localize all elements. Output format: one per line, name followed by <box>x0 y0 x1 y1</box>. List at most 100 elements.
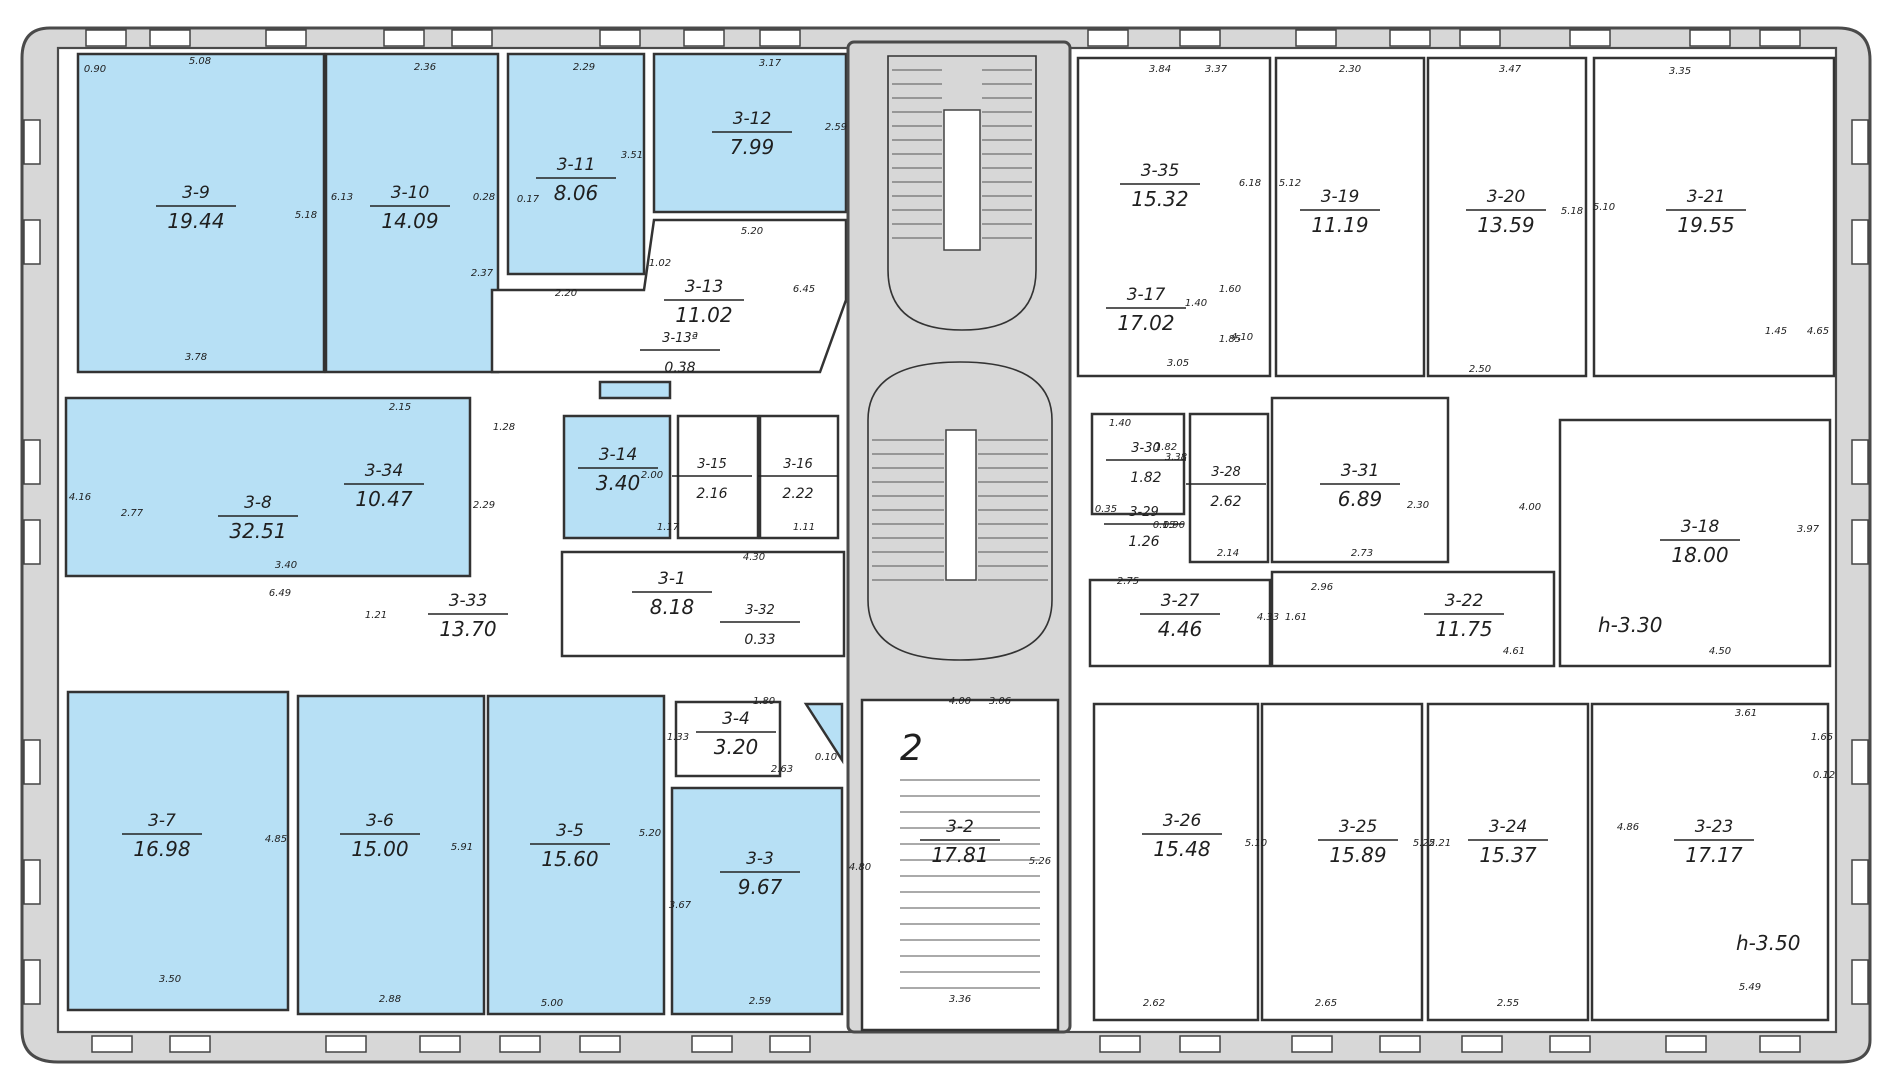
dimension-label: 6.49 <box>269 588 291 599</box>
room-area-label: 17.17 <box>1685 843 1743 867</box>
room-id-label: 3-14 <box>599 445 638 465</box>
room-id-label: 3-1 <box>658 569 686 589</box>
room-id-label: 3-28 <box>1211 465 1241 480</box>
room-area-label: 15.48 <box>1153 837 1210 861</box>
room-area-label: 10.47 <box>355 487 413 511</box>
dimension-label: 3.51 <box>621 150 643 161</box>
room-id-label: 3-13ª <box>662 331 698 346</box>
room-3-9[interactable] <box>76 52 326 374</box>
window <box>91 1035 133 1053</box>
window <box>23 739 41 785</box>
dimension-label: 2.00 <box>641 470 663 481</box>
room-3-31[interactable] <box>1270 396 1450 564</box>
room-area-label: 0.38 <box>664 360 695 376</box>
room-3-14[interactable] <box>562 414 672 540</box>
room-3-35[interactable] <box>1076 56 1272 378</box>
room-3-7[interactable] <box>66 690 290 1012</box>
dimension-label: 4.85 <box>265 834 287 845</box>
dimension-label: 2.88 <box>379 994 401 1005</box>
dimension-label: 0.12 <box>1813 770 1835 781</box>
room-3-32-wedge <box>803 702 844 765</box>
room-3-30[interactable] <box>1090 412 1186 516</box>
room-3-8[interactable] <box>64 396 472 578</box>
room-id-label: 3-35 <box>1141 161 1180 181</box>
room-3-25[interactable] <box>1260 702 1424 1022</box>
room-3-12[interactable] <box>652 52 848 214</box>
room-3-10[interactable] <box>324 52 500 374</box>
window <box>599 29 641 47</box>
room-3-15[interactable] <box>676 414 760 540</box>
room-3-23[interactable] <box>1590 702 1830 1022</box>
room-id-label: 3-29 <box>1129 505 1159 520</box>
dimension-label: 3.06 <box>989 696 1011 707</box>
room-area-label: 9.67 <box>738 875 783 899</box>
room-id-label: 3-6 <box>366 811 394 831</box>
room-3-24[interactable] <box>1426 702 1590 1022</box>
room-id-label: 3-31 <box>1341 461 1380 481</box>
dimension-label: 1.61 <box>1285 612 1307 623</box>
dimension-label: 1.40 <box>1185 298 1207 309</box>
dimension-label: 2.15 <box>389 402 411 413</box>
room-area-label: 7.99 <box>730 135 775 159</box>
dimension-label: 2.77 <box>121 508 144 519</box>
dimension-label: 1.33 <box>667 732 689 743</box>
room-3-16[interactable] <box>758 414 840 540</box>
room-3-11[interactable] <box>506 52 646 276</box>
room-area-label: 11.75 <box>1435 617 1492 641</box>
dimension-label: 4.00 <box>949 696 971 707</box>
room-3-21[interactable] <box>1592 56 1836 378</box>
dimension-label: 0.15 <box>1153 520 1175 531</box>
room-3-6[interactable] <box>296 694 486 1016</box>
room-id-label: 3-23 <box>1695 817 1734 837</box>
room-3-4[interactable] <box>674 700 782 778</box>
window <box>1851 219 1869 265</box>
room-3-5[interactable] <box>486 694 666 1016</box>
dimension-label: 2.63 <box>771 764 793 775</box>
window <box>1851 519 1869 565</box>
window <box>691 1035 733 1053</box>
room-id-label: 3-30 <box>1131 441 1161 456</box>
window <box>1851 119 1869 165</box>
room-area-label: 2.16 <box>696 486 727 502</box>
dimension-label: 4.61 <box>1503 646 1525 657</box>
dimension-label: 4.16 <box>69 492 91 503</box>
dimension-label: 2.50 <box>1469 364 1491 375</box>
dimension-label: 3.67 <box>669 900 692 911</box>
room-id-label: 3-18 <box>1681 517 1720 537</box>
ceiling-height-note-2: h-3.50 <box>1736 931 1800 955</box>
window <box>1851 739 1869 785</box>
window <box>1759 29 1801 47</box>
room-area-label: 11.19 <box>1311 213 1368 237</box>
window <box>1665 1035 1707 1053</box>
stair-mark: 2 <box>900 728 923 769</box>
room-3-26[interactable] <box>1092 702 1260 1022</box>
dimension-label: 5.20 <box>639 828 661 839</box>
room-3-2[interactable] <box>860 698 1060 1032</box>
room-id-label: 3-8 <box>244 493 272 513</box>
room-3-13[interactable] <box>490 218 848 374</box>
room-3-13a[interactable] <box>598 380 672 400</box>
room-id-label: 3-32 <box>745 603 775 618</box>
room-id-label: 3-7 <box>148 811 176 831</box>
dimension-label: 5.12 <box>1279 178 1301 189</box>
room-area-label: 8.18 <box>650 595 695 619</box>
dimension-label: 1.17 <box>657 522 680 533</box>
room-3-22[interactable] <box>1270 570 1556 668</box>
dimension-label: 2.75 <box>1117 576 1139 587</box>
dimension-label: 3.97 <box>1797 524 1820 535</box>
room-3-27[interactable] <box>1088 578 1272 668</box>
window <box>23 119 41 165</box>
room-id-label: 3-33 <box>449 591 488 611</box>
lower-stair-steps <box>900 779 1040 989</box>
room-3-19[interactable] <box>1274 56 1426 378</box>
ceiling-height-note-1: h-3.30 <box>1598 613 1662 637</box>
dimension-label: 3.17 <box>759 58 782 69</box>
room-3-20[interactable] <box>1426 56 1588 378</box>
room-3-28[interactable] <box>1188 412 1270 564</box>
dimension-label: 3.38 <box>1165 452 1187 463</box>
room-3-1[interactable] <box>560 550 846 658</box>
room-3-3[interactable] <box>670 786 844 1016</box>
room-id-label: 3-16 <box>783 457 813 472</box>
room-3-18[interactable] <box>1558 418 1832 668</box>
